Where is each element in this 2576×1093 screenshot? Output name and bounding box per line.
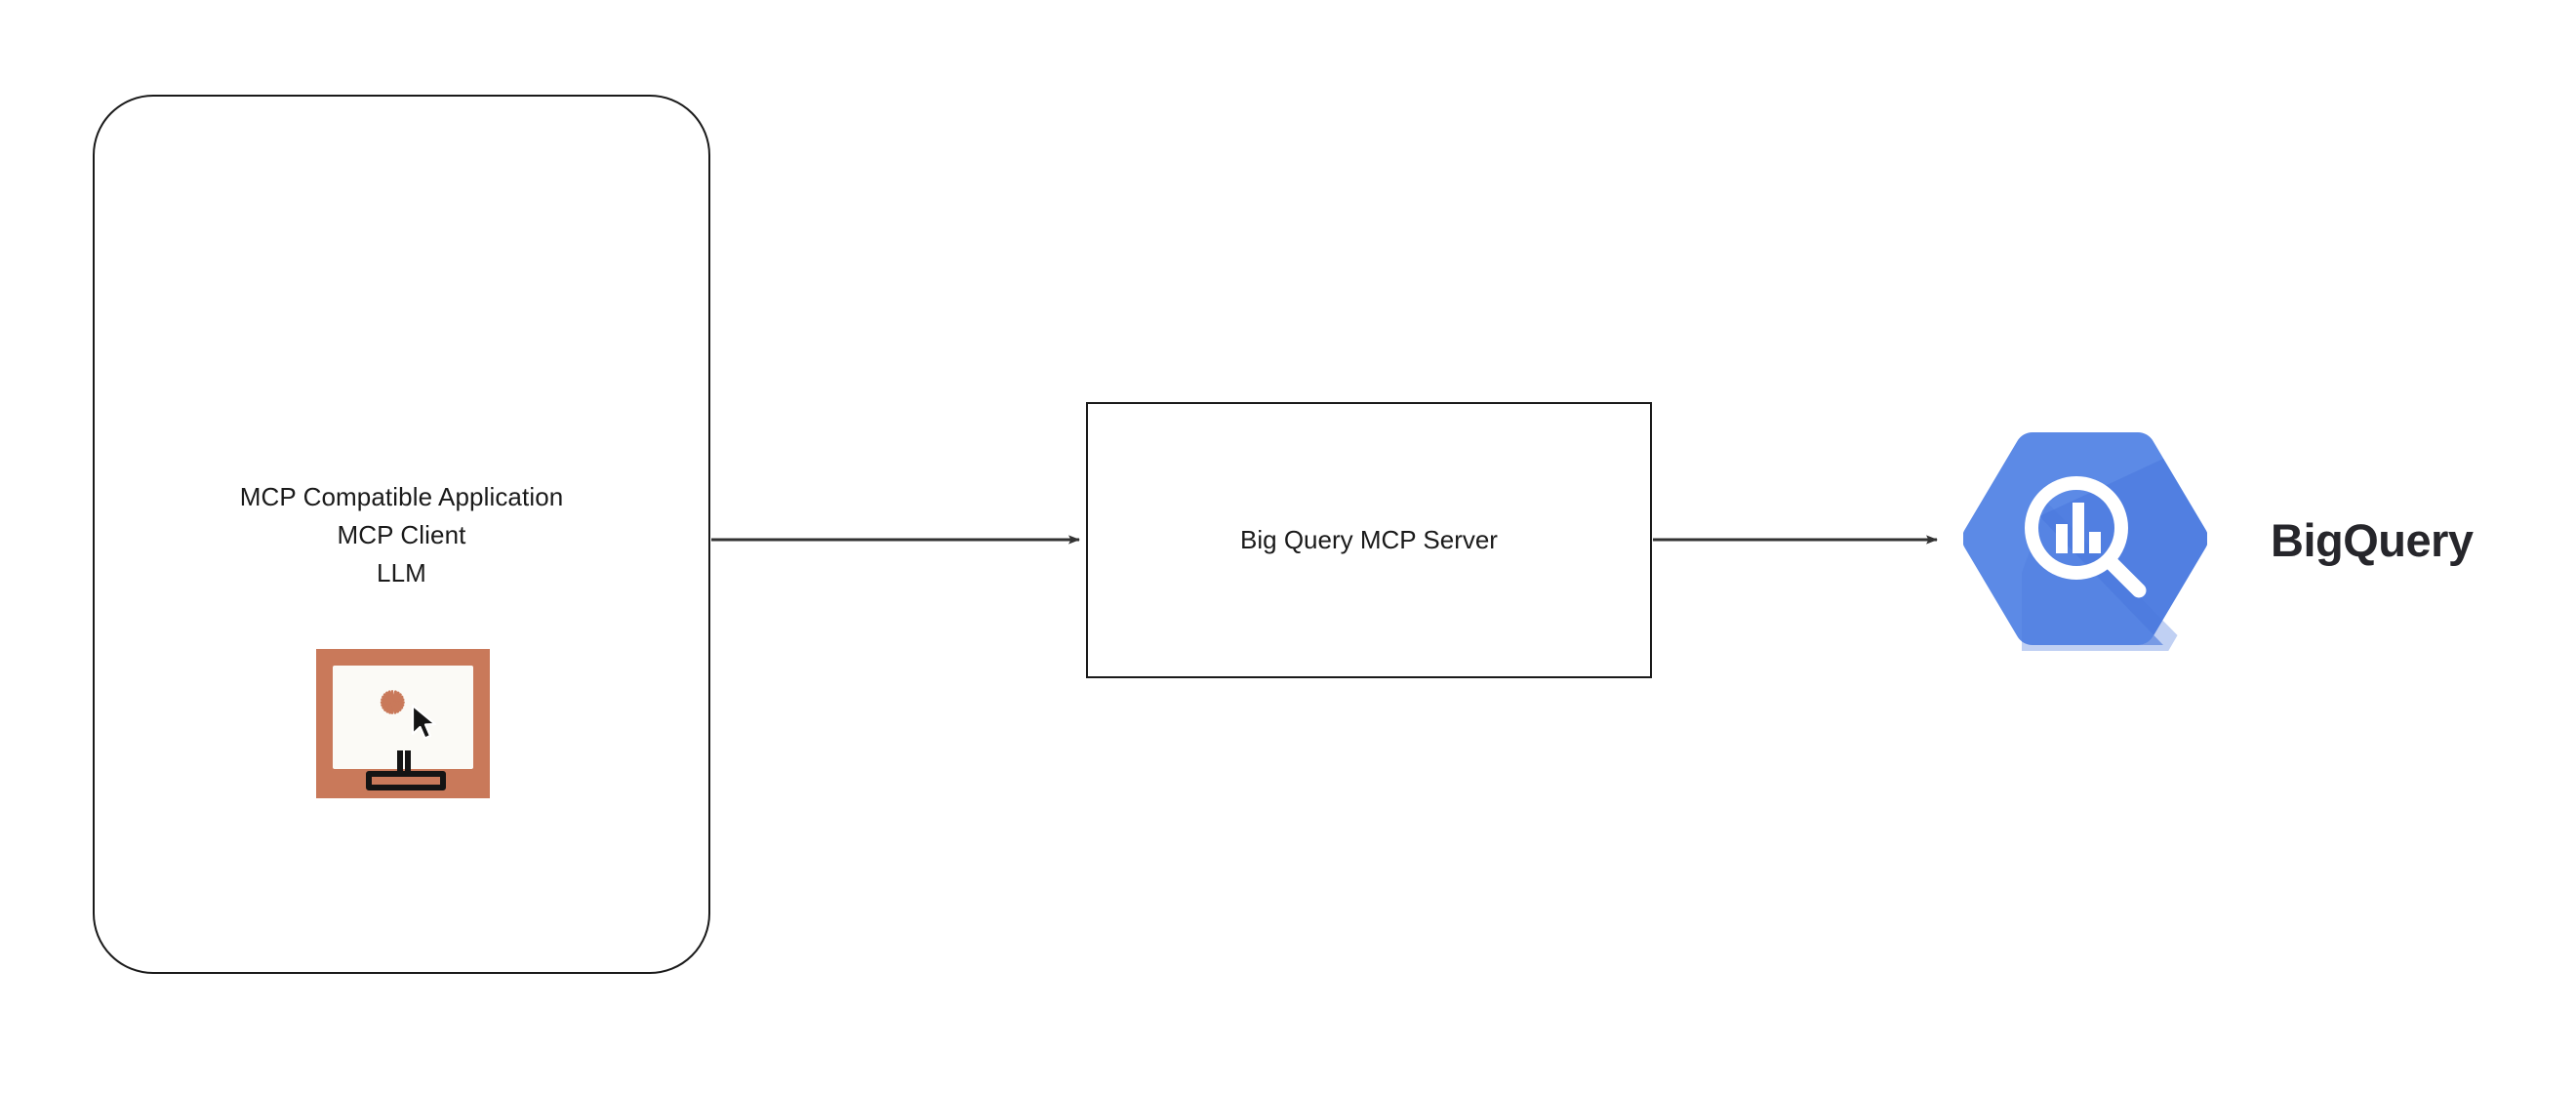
client-label-application: MCP Compatible Application xyxy=(239,482,564,511)
server-box-label: Big Query MCP Server xyxy=(1240,525,1498,554)
magnifier-handle xyxy=(2102,553,2147,598)
client-label-group: MCP Compatible Application MCP Client LL… xyxy=(93,478,710,592)
starburst-icon xyxy=(367,676,418,727)
bar-medium xyxy=(2089,532,2101,553)
bar-tall xyxy=(2073,503,2084,553)
client-label-mcp-client: MCP Client xyxy=(337,520,466,549)
bigquery-wordmark: BigQuery xyxy=(2271,514,2474,566)
bigquery-logo-icon xyxy=(1963,431,2207,651)
magnifier-ring xyxy=(2025,476,2128,580)
mouse-cursor-icon xyxy=(411,704,437,740)
client-label-llm: LLM xyxy=(377,558,426,587)
client-container-shape[interactable] xyxy=(93,95,710,974)
server-box-shape[interactable] xyxy=(1086,402,1652,678)
bar-short xyxy=(2056,524,2068,553)
monitor-stand-icon xyxy=(366,750,446,790)
desktop-monitor-icon xyxy=(316,649,490,798)
